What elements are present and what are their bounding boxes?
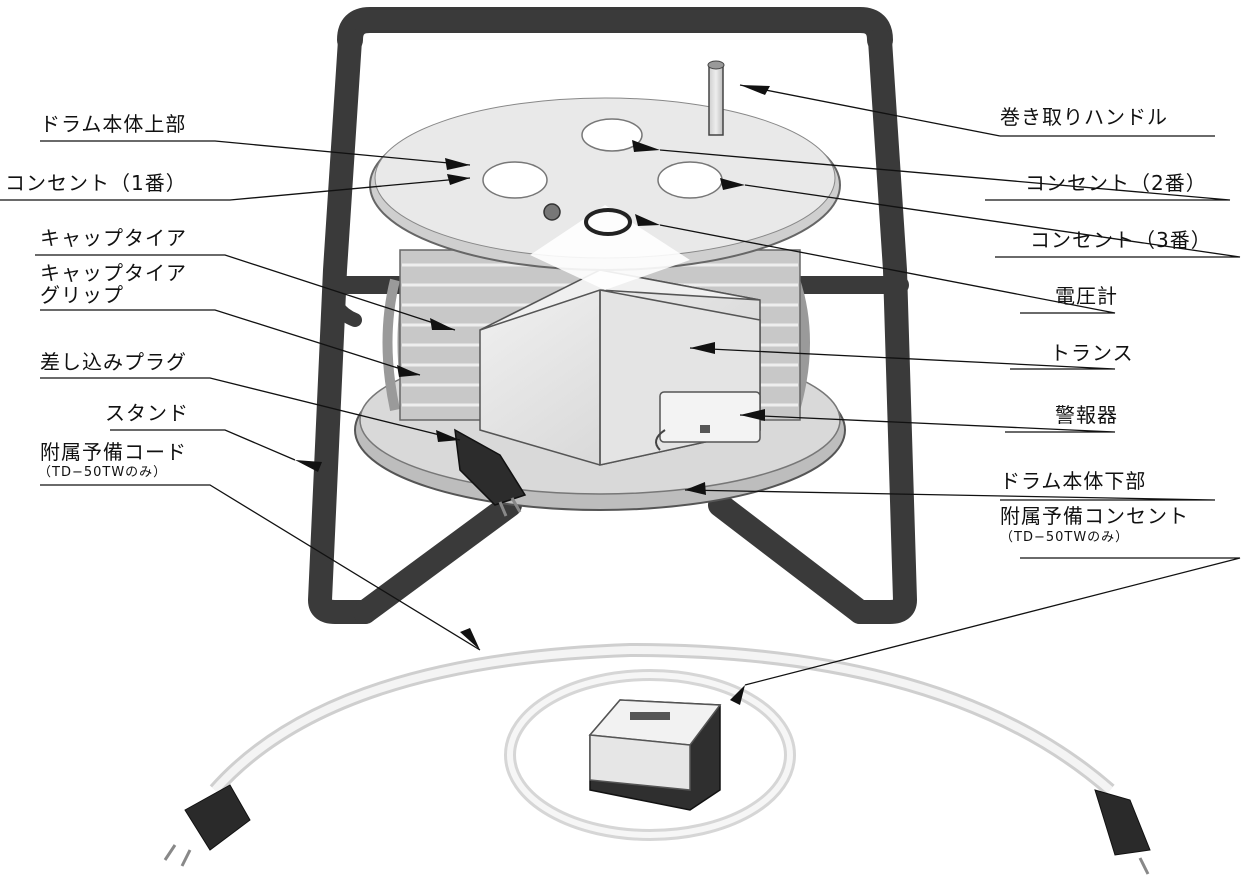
label-outlet-3: コンセント（3番） [1030,228,1212,252]
label-spare-cord: 附属予備コード [40,440,187,464]
leader-lines [0,84,1241,686]
arrow-heads [295,85,770,705]
label-cabtire: キャップタイア [40,226,187,250]
label-transformer: トランス [1050,341,1134,365]
drum-upper [369,60,841,290]
label-stand: スタンド [105,401,189,425]
label-spare-cord-note: （TD−50TWのみ） [38,465,168,480]
spare-plug-left [163,784,251,867]
label-spare-outlet-note: （TD−50TWのみ） [1000,530,1130,545]
reel-plug [454,428,527,517]
label-spare-outlet: 附属予備コンセント [1000,504,1189,528]
label-alarm: 警報器 [1055,403,1118,427]
spare-plug-right [1094,789,1151,875]
label-cabtire-grip-line1: キャップタイア [40,261,187,285]
label-voltmeter: 電圧計 [1055,284,1118,308]
spare-cord [209,642,1115,841]
label-winding-handle: 巻き取りハンドル [1000,105,1168,129]
alarm-box [655,391,761,451]
spare-outlet [588,699,722,811]
label-drum-lower: ドラム本体下部 [1000,469,1147,493]
label-outlet-1: コンセント（1番） [5,171,187,195]
label-outlet-2: コンセント（2番） [1025,171,1207,195]
label-plug: 差し込みプラグ [40,350,187,374]
label-cabtire-grip-line2: グリップ [40,283,124,307]
label-drum-upper: ドラム本体上部 [40,112,187,136]
